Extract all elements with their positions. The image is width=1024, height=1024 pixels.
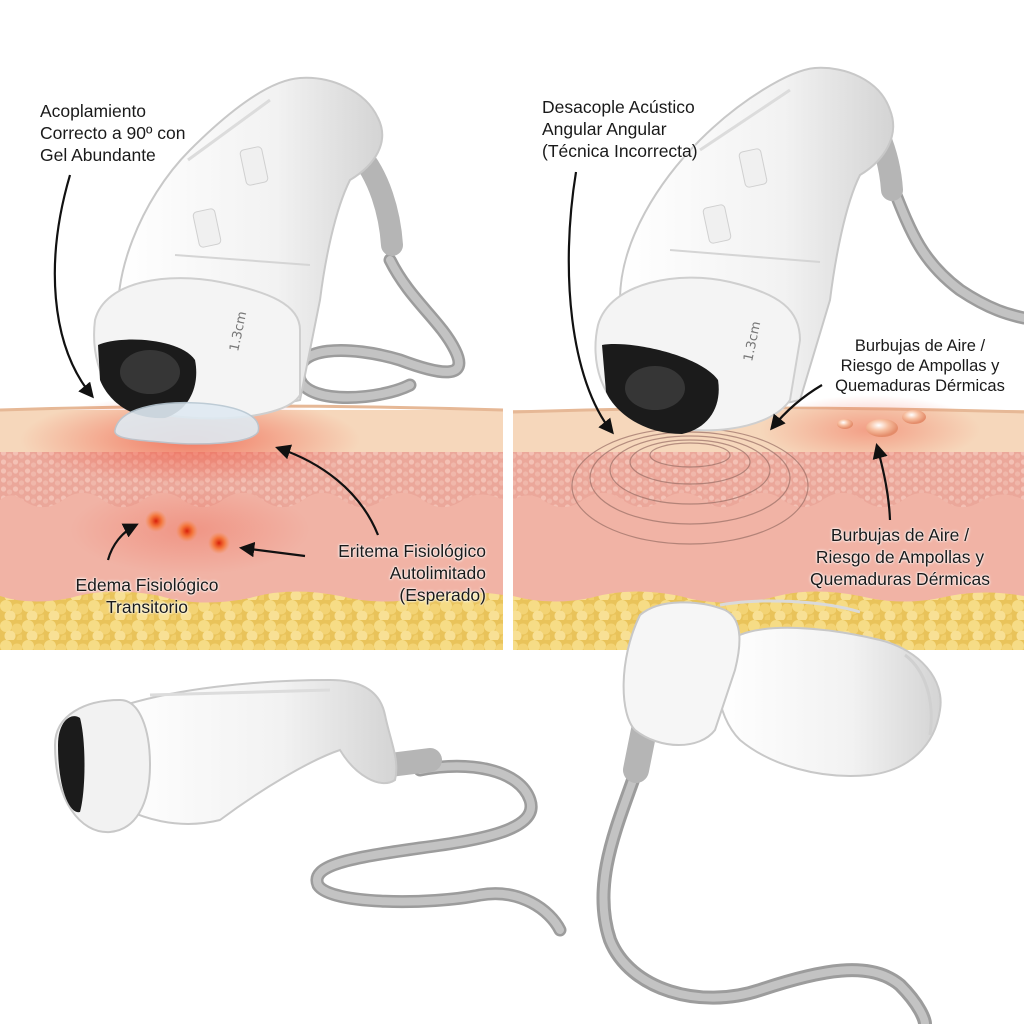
label-line: Acoplamiento bbox=[40, 101, 147, 121]
label-line: Autolimitado bbox=[389, 563, 486, 583]
label-line: Quemaduras Dérmicas bbox=[810, 569, 990, 589]
label-line: Desacople Acústico bbox=[542, 97, 695, 117]
label-line: Transitorio bbox=[105, 597, 188, 617]
arrow-edema-dot bbox=[238, 541, 306, 558]
arrow-bubbles-top bbox=[770, 384, 823, 431]
label-transient-edema: Edema Fisiológico Transitorio bbox=[52, 574, 242, 618]
label-line: Riesgo de Ampollas y bbox=[815, 547, 985, 567]
label-line: (Técnica Incorrecta) bbox=[542, 141, 698, 161]
skin-cross-section-right bbox=[512, 395, 1024, 650]
annotation-arrows bbox=[53, 171, 892, 561]
arrow-erythema bbox=[275, 444, 380, 536]
label-line: Burbujas de Aire / bbox=[830, 525, 970, 545]
label-line: Angular Angular bbox=[542, 119, 667, 139]
arrow-correct-coupling bbox=[53, 174, 94, 399]
arrow-decoupling bbox=[567, 171, 614, 435]
skin-cross-section-left bbox=[0, 395, 504, 650]
ultrasound-device-incorrect: 1.3cm bbox=[594, 66, 1024, 434]
label-line: Edema Fisiológico bbox=[75, 575, 219, 595]
label-air-bubbles-top: Burbujas de Aire / Riesgo de Ampollas y … bbox=[820, 336, 1020, 396]
air-bubbles bbox=[837, 410, 926, 437]
acoustic-waves bbox=[571, 427, 809, 545]
label-line: Riesgo de Ampollas y bbox=[840, 357, 1000, 375]
ultrasound-device-side-view bbox=[53, 678, 567, 937]
ultrasound-device-rear-view bbox=[596, 599, 942, 1024]
label-acoustic-decoupling: Desacople Acústico Angular Angular (Técn… bbox=[542, 96, 698, 162]
label-line: (Esperado) bbox=[399, 585, 486, 605]
label-line: Gel Abundante bbox=[40, 145, 156, 165]
ultrasound-device-correct: 1.3cm bbox=[93, 76, 466, 445]
label-line: Burbujas de Aire / bbox=[854, 337, 986, 355]
label-correct-coupling: Acoplamiento Correcto a 90º con Gel Abun… bbox=[40, 100, 186, 166]
label-line: Eritema Fisiológico bbox=[338, 541, 486, 561]
arrow-edema-label bbox=[106, 523, 139, 561]
label-physiological-erythema: Eritema Fisiológico Autolimitado (Espera… bbox=[288, 540, 486, 606]
arrow-bubbles-bottom bbox=[872, 443, 892, 521]
label-line: Correcto a 90º con bbox=[40, 123, 186, 143]
label-line: Quemaduras Dérmicas bbox=[835, 377, 1005, 395]
label-air-bubbles-bottom: Burbujas de Aire / Riesgo de Ampollas y … bbox=[786, 524, 1014, 590]
